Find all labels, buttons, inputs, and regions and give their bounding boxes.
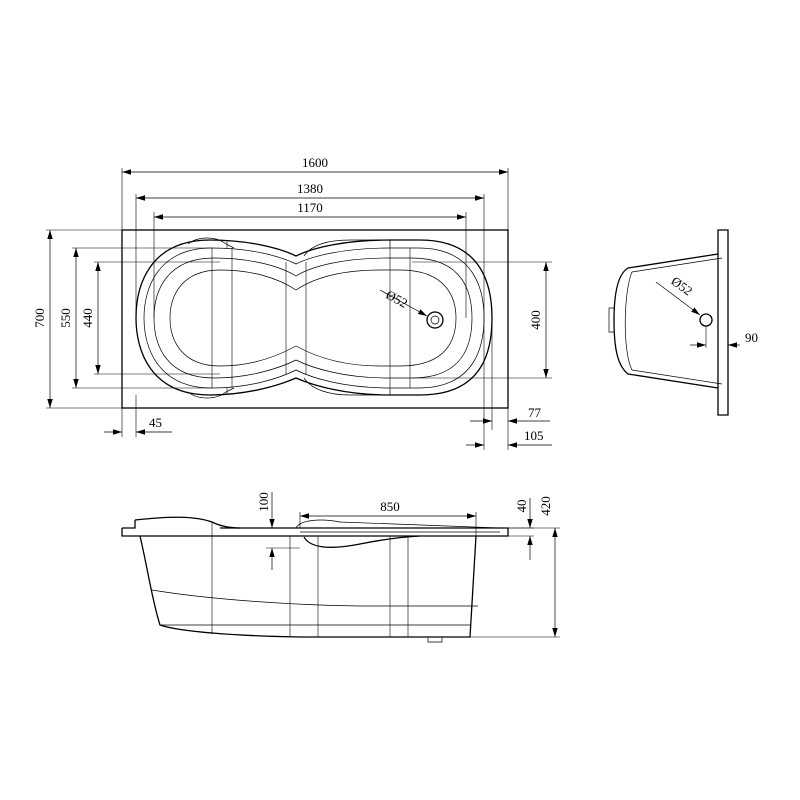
tub-bowl-rim (135, 239, 493, 396)
tub-wall-line (153, 257, 473, 379)
dim-inner-length: 1170 (297, 200, 323, 215)
dim-inner-width: 440 (80, 308, 95, 328)
center-armrest-bottom (303, 377, 391, 396)
center-armrest-top (303, 239, 391, 257)
end-rim (717, 229, 729, 416)
dim-right-offset-b: 105 (524, 428, 544, 443)
drain-hole (426, 311, 444, 329)
top-drain-diameter-label: Ø52 (383, 287, 410, 311)
dim-total-height: 420 (538, 496, 553, 516)
top-view: Ø52 1600 1380 1170 700 550 440 (32, 155, 552, 450)
dim-armrest-length: 850 (380, 499, 400, 514)
end-drain-offset: 90 (745, 330, 758, 345)
tub-inner-bottom (169, 269, 457, 367)
dim-left-offset: 45 (149, 415, 162, 430)
side-armrest (303, 535, 421, 548)
tub-bowl-rim-inner (143, 247, 485, 389)
dim-rim-thickness: 40 (514, 500, 529, 513)
dim-rim-length: 1380 (297, 181, 323, 196)
dim-right-offset-a: 77 (528, 405, 542, 420)
tub-outer-outline (121, 229, 509, 409)
side-body (139, 535, 477, 638)
dim-rim-width: 550 (58, 308, 73, 328)
end-view: Ø52 90 (608, 229, 758, 416)
dim-armrest-drop: 100 (256, 492, 271, 512)
side-headrest (134, 516, 241, 529)
left-headrest (187, 237, 235, 249)
end-drain-hole (699, 313, 713, 327)
dim-overall-length: 1600 (302, 155, 328, 170)
end-bowl (613, 253, 719, 389)
left-headrest-lower (187, 387, 235, 399)
side-view: 100 850 40 420 (121, 492, 560, 643)
dim-overall-width: 700 (32, 308, 47, 328)
dim-right-width: 400 (528, 310, 543, 330)
